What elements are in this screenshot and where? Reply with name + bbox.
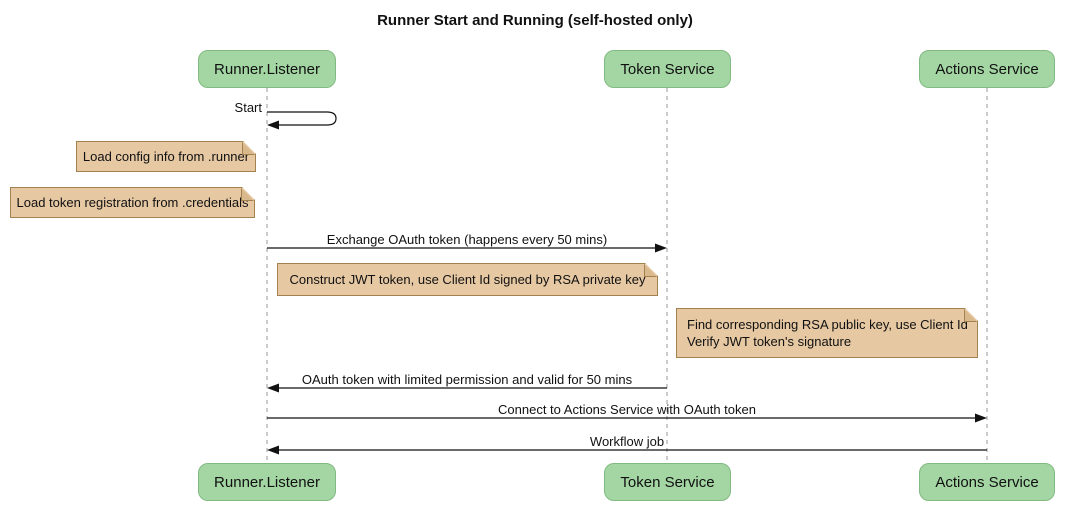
note-text: Load config info from .runner	[82, 149, 250, 164]
note-text: Load token registration from .credential…	[16, 195, 249, 210]
participant-bottom-token-service: Token Service	[604, 463, 731, 501]
participant-label: Runner.Listener	[214, 473, 320, 491]
participant-bottom-runner-listener: Runner.Listener	[198, 463, 336, 501]
participant-label: Token Service	[620, 473, 715, 491]
note-load-config: Load config info from .runner	[76, 141, 256, 172]
message-2-arrowhead	[267, 383, 279, 393]
participant-label: Runner.Listener	[214, 60, 320, 78]
message-3-label: Connect to Actions Service with OAuth to…	[498, 402, 756, 417]
message-1-label: Exchange OAuth token (happens every 50 m…	[326, 232, 608, 247]
participant-top-token-service: Token Service	[604, 50, 731, 88]
message-1-arrowhead	[655, 243, 667, 253]
message-3-arrowhead	[975, 413, 987, 423]
message-4-arrowhead	[267, 445, 279, 455]
self-message-loop	[267, 111, 337, 126]
participant-label: Actions Service	[935, 473, 1039, 491]
participant-top-runner-listener: Runner.Listener	[198, 50, 336, 88]
note-construct-jwt: Construct JWT token, use Client Id signe…	[277, 263, 658, 296]
diagram-title: Runner Start and Running (self-hosted on…	[377, 12, 693, 29]
note-verify-jwt: Find corresponding RSA public key, use C…	[676, 308, 978, 358]
note-load-token-registration: Load token registration from .credential…	[10, 187, 255, 218]
message-4-label: Workflow job	[589, 434, 665, 449]
participant-label: Token Service	[620, 60, 715, 78]
self-message-label: Start	[234, 100, 262, 115]
participant-bottom-actions-service: Actions Service	[919, 463, 1055, 501]
note-text-line: Verify JWT token's signature	[687, 334, 852, 349]
self-message-arrowhead	[267, 120, 279, 130]
message-2-label: OAuth token with limited permission and …	[301, 372, 633, 387]
participant-label: Actions Service	[935, 60, 1039, 78]
note-text: Construct JWT token, use Client Id signe…	[289, 272, 646, 287]
participant-top-actions-service: Actions Service	[919, 50, 1055, 88]
note-text-line: Find corresponding RSA public key, use C…	[687, 317, 968, 332]
